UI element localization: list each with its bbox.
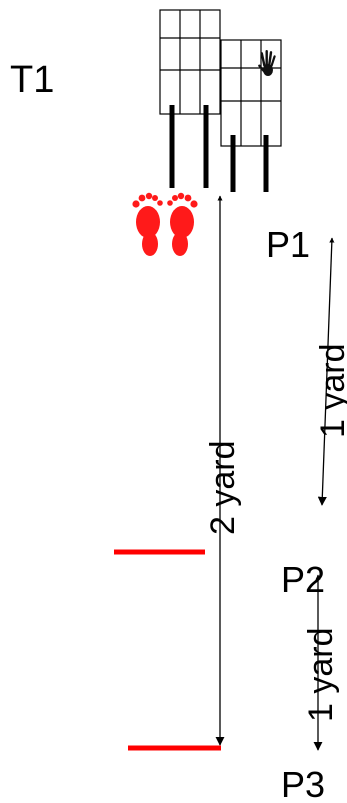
distance-label-1-yard-lower: 1 yard [302, 628, 340, 723]
distance-label-2-yard: 2 yard [204, 441, 242, 536]
position-label-p3: P3 [281, 764, 325, 803]
position-label-p1: P1 [266, 224, 310, 265]
hand-icon [258, 50, 276, 76]
dimension-1-yard-upper [317, 237, 335, 506]
footprints-icon [132, 192, 198, 256]
table-right-grid [220, 39, 282, 147]
table-left-grid [159, 9, 221, 115]
table-legs [169, 105, 269, 192]
table-label: T1 [10, 59, 54, 101]
distance-label-1-yard-upper: 1 yard [314, 344, 347, 439]
